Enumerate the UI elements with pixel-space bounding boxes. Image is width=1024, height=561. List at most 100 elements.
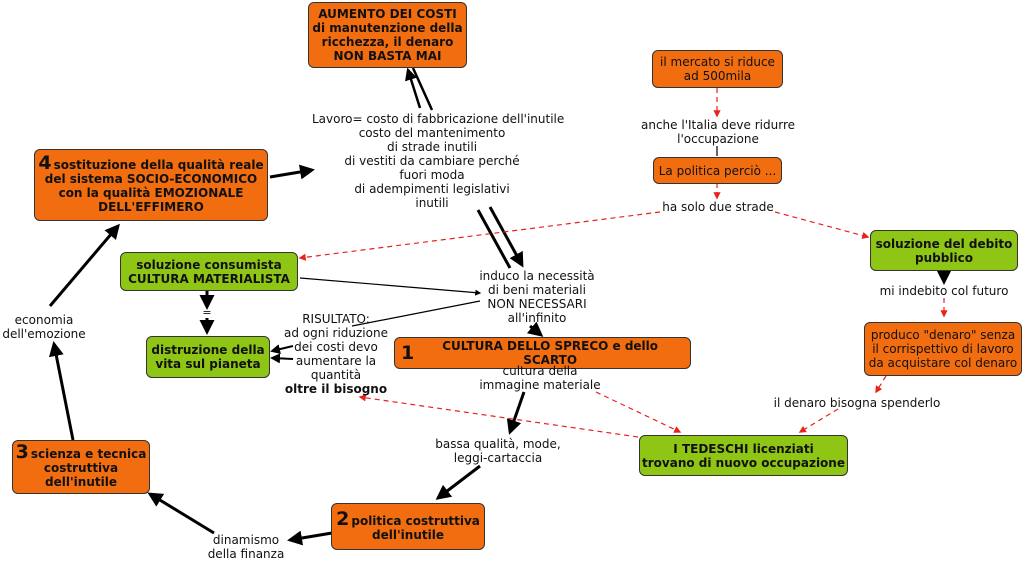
lavoro-line-1: Lavoro= costo di fabbricazione dell'inut…: [312, 112, 565, 126]
connector-lavoro-induco-a: [488, 206, 524, 268]
sostituzione-line-2: del sistema SOCIO-ECONOMICO: [44, 172, 258, 186]
cultura-immagine-line-2: immagine materiale: [479, 378, 601, 392]
risultato-bold-line: oltre il bisogno: [284, 382, 388, 396]
label-anche-italia: anche l'Italia deve ridurre l'occupazion…: [638, 118, 798, 146]
sostituzione-line-3: con la qualità EMOZIONALE: [58, 186, 244, 200]
risultato-line-4: aumentare la: [295, 354, 377, 368]
connector-economia-sostituzione: [48, 223, 120, 307]
economia-line-1: economia: [14, 313, 74, 327]
node-tedeschi[interactable]: I TEDESCHI licenziati trovano di nuovo o…: [639, 435, 848, 476]
economia-line-2: dell'emozione: [2, 327, 86, 341]
produco-line-1: produco "denaro" senza: [870, 328, 1016, 342]
lavoro-line-5: fuori moda: [399, 168, 465, 182]
politica-costruttiva-number: 2: [336, 507, 350, 530]
risultato-line-2: ad ogni riduzione: [284, 326, 388, 340]
scienza-line-1: scienza e tecnica: [30, 447, 147, 461]
connector-lavoro-aumento: [405, 67, 422, 109]
aumento-line-2: di manutenzione della: [312, 21, 463, 35]
connector-risultato-distruzione-b: [270, 353, 294, 364]
node-cultura-spreco[interactable]: 1 CULTURA DELLO SPRECO e dello SCARTO: [394, 337, 691, 369]
node-soluzione-debito[interactable]: soluzione del debito pubblico: [870, 230, 1018, 271]
label-cultura-immagine: cultura della immagine materiale: [476, 364, 604, 392]
induco-line-1: induco la necessità: [479, 269, 595, 283]
label-lavoro: Lavoro= costo di fabbricazione dell'inut…: [312, 112, 565, 210]
connector-dinamismo-scienza: [147, 492, 215, 535]
sostituzione-line-1: sostituzione della qualità reale: [53, 158, 264, 172]
node-produco-denaro[interactable]: produco "denaro" senza il corrispettivo …: [864, 322, 1022, 376]
dashed-hasolo-debito: [774, 211, 870, 239]
risultato-line-3: dei costi devo: [294, 340, 378, 354]
cultura-immagine-line-1: cultura della: [502, 364, 578, 378]
politica-costruttiva-line-2: dell'inutile: [372, 527, 444, 542]
distruzione-line-1: distruzione della: [151, 343, 265, 357]
aumento-line-1: AUMENTO DEI COSTI: [318, 7, 457, 21]
label-induco: induco la necessità di beni materiali NO…: [478, 269, 596, 325]
connector-bassa-politica: [435, 464, 481, 500]
distruzione-line-2: vita sul pianeta: [155, 357, 261, 371]
connector-lavoro-induco-b: [476, 209, 512, 269]
produco-line-2: il corrispettivo di lavoro: [872, 342, 1014, 356]
node-soluzione-consumista[interactable]: soluzione consumista CULTURA MATERIALIST…: [120, 252, 298, 291]
node-politica-percio[interactable]: La politica perciò ...: [653, 157, 782, 184]
induco-line-4: all'infinito: [507, 311, 567, 325]
tedeschi-line-1: I TEDESCHI licenziati: [673, 441, 814, 456]
connector-scienza-economia: [48, 341, 75, 441]
dinamismo-line-1: dinamismo: [212, 533, 280, 547]
debito-line-2: pubblico: [915, 250, 973, 265]
label-ha-solo: ha solo due strade: [662, 200, 774, 214]
risultato-line-5: quantità: [310, 368, 362, 382]
aumento-line-4: NON BASTA MAI: [333, 49, 442, 63]
consumista-line-2: CULTURA MATERIALISTA: [128, 271, 290, 286]
produco-line-3: da acquistare col denaro: [868, 356, 1018, 370]
dinamismo-line-2: della finanza: [207, 547, 285, 561]
connector-sostituzione-lavoro: [269, 164, 315, 180]
connector-risultato-distruzione-a: [270, 344, 294, 355]
label-equals: =: [202, 306, 212, 319]
cultura-spreco-text: CULTURA DELLO SPRECO e dello SCARTO: [442, 339, 659, 367]
lavoro-line-4: di vestiti da cambiare perché: [344, 154, 520, 168]
lavoro-line-2: costo del mantenimento: [358, 126, 506, 140]
dashed-produco-denaro: [875, 375, 887, 394]
dashed-cultura-tedeschi: [595, 391, 682, 433]
anche-italia-line-2: l'occupazione: [677, 132, 759, 146]
lavoro-line-6: di adempimenti legislativi: [354, 182, 510, 196]
sostituzione-number: 4: [38, 152, 52, 174]
connector-induco-cultura-spreco: [526, 321, 544, 337]
risultato-line-1: RISULTATO:: [302, 312, 370, 326]
mercato-line-1: il mercato si riduce: [660, 55, 775, 69]
bassa-qualita-line-2: leggi-cartaccia: [453, 451, 543, 465]
consumista-line-1: soluzione consumista: [136, 257, 282, 272]
node-aumento-costi[interactable]: AUMENTO DEI COSTI di manutenzione della …: [308, 2, 467, 68]
induco-line-3: NON NECESSARI: [487, 297, 587, 311]
cultura-spreco-number: 1: [401, 342, 415, 364]
tedeschi-line-2: trovano di nuovo occupazione: [642, 455, 845, 470]
label-dinamismo: dinamismo della finanza: [200, 533, 292, 561]
node-mercato[interactable]: il mercato si riduce ad 500mila: [652, 50, 783, 88]
politica-costruttiva-line-1: politica costruttiva: [351, 513, 480, 528]
scienza-line-3: dell'inutile: [45, 475, 117, 489]
connector-induco-risultato: [351, 300, 481, 327]
sostituzione-line-4: DELL'EFFIMERO: [98, 200, 204, 214]
label-risultato: RISULTATO: ad ogni riduzione dei costi d…: [282, 312, 390, 396]
dashed-denaro-tedeschi: [798, 408, 839, 433]
dashed-hasolo-consumista: [298, 211, 661, 261]
lavoro-line-7: inutili: [415, 196, 449, 210]
dashed-tedeschi-risultato: [358, 394, 639, 438]
scienza-line-2: costruttiva: [43, 461, 119, 475]
induco-line-2: di beni materiali: [488, 283, 586, 297]
label-il-denaro: il denaro bisogna spenderlo: [773, 396, 941, 410]
node-distruzione[interactable]: distruzione della vita sul pianeta: [146, 336, 270, 378]
connector-politica-dinamismo: [287, 530, 333, 546]
aumento-line-3: ricchezza, il denaro: [321, 35, 454, 49]
label-economia: economia dell'emozione: [2, 313, 86, 341]
mercato-line-2: ad 500mila: [683, 69, 752, 83]
anche-italia-line-1: anche l'Italia deve ridurre: [641, 118, 795, 132]
connector-consumista-induco: [299, 277, 482, 296]
debito-line-1: soluzione del debito: [875, 236, 1013, 251]
scienza-number: 3: [15, 441, 29, 463]
connector-aumento-lavoro: [411, 67, 434, 111]
